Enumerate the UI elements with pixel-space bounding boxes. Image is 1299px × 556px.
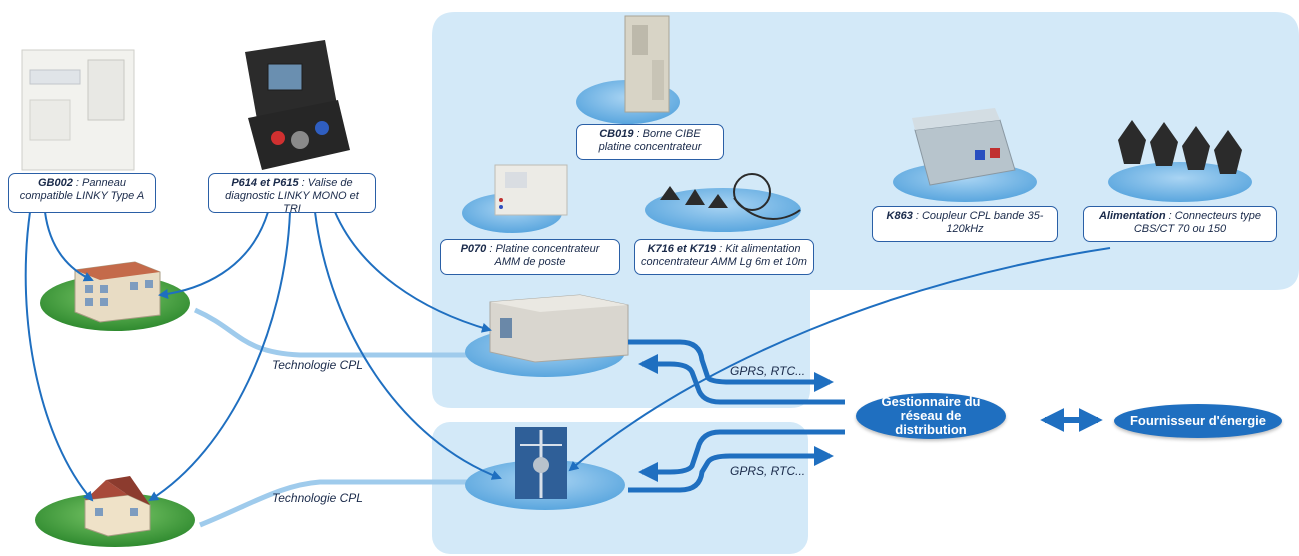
gprs-arrows [628, 339, 845, 493]
ellipse-k716 [645, 188, 801, 232]
p070-platine-image [494, 164, 568, 216]
node-fournisseur: Fournisseur d'énergie [1114, 404, 1282, 438]
poste-substation-image [489, 294, 629, 363]
node-gestionnaire: Gestionnaire du réseau de distribution [856, 393, 1006, 439]
house-image [84, 476, 151, 537]
text-gprs-bottom: GPRS, RTC... [730, 464, 806, 478]
k716-kit-image [660, 173, 801, 220]
p614-case-image [245, 40, 350, 170]
label-cb019: CB019 : Borne CIBE platine concentrateur [576, 124, 724, 160]
k863-coupler-image [912, 108, 1016, 186]
tool-arrows [24, 211, 1111, 502]
label-alimentation: Alimentation : Connecteurs type CBS/CT 7… [1083, 206, 1277, 242]
pylone-image [515, 427, 567, 499]
building-image [74, 261, 161, 323]
cpl-line-top [193, 307, 470, 358]
ellipse-alimentation [1108, 162, 1252, 202]
label-p070: P070 : Platine concentrateur AMM de post… [440, 239, 620, 275]
cpl-line-bottom [199, 479, 470, 528]
label-k863: K863 : Coupleur CPL bande 35-120kHz [872, 206, 1058, 242]
text-cpl-bottom: Technologie CPL [272, 491, 363, 505]
alimentation-connectors-image [1118, 120, 1242, 174]
gb002-panel-image [21, 49, 135, 171]
label-k716: K716 et K719 : Kit alimentation concentr… [634, 239, 814, 275]
text-gprs-top: GPRS, RTC... [730, 364, 806, 378]
label-p614: P614 et P615 : Valise de diagnostic LINK… [208, 173, 376, 215]
text-cpl-top: Technologie CPL [272, 358, 363, 372]
label-gb002: GB002 : Panneau compatible LINKY Type A [8, 173, 156, 213]
cb019-cabinet-image [624, 15, 670, 113]
